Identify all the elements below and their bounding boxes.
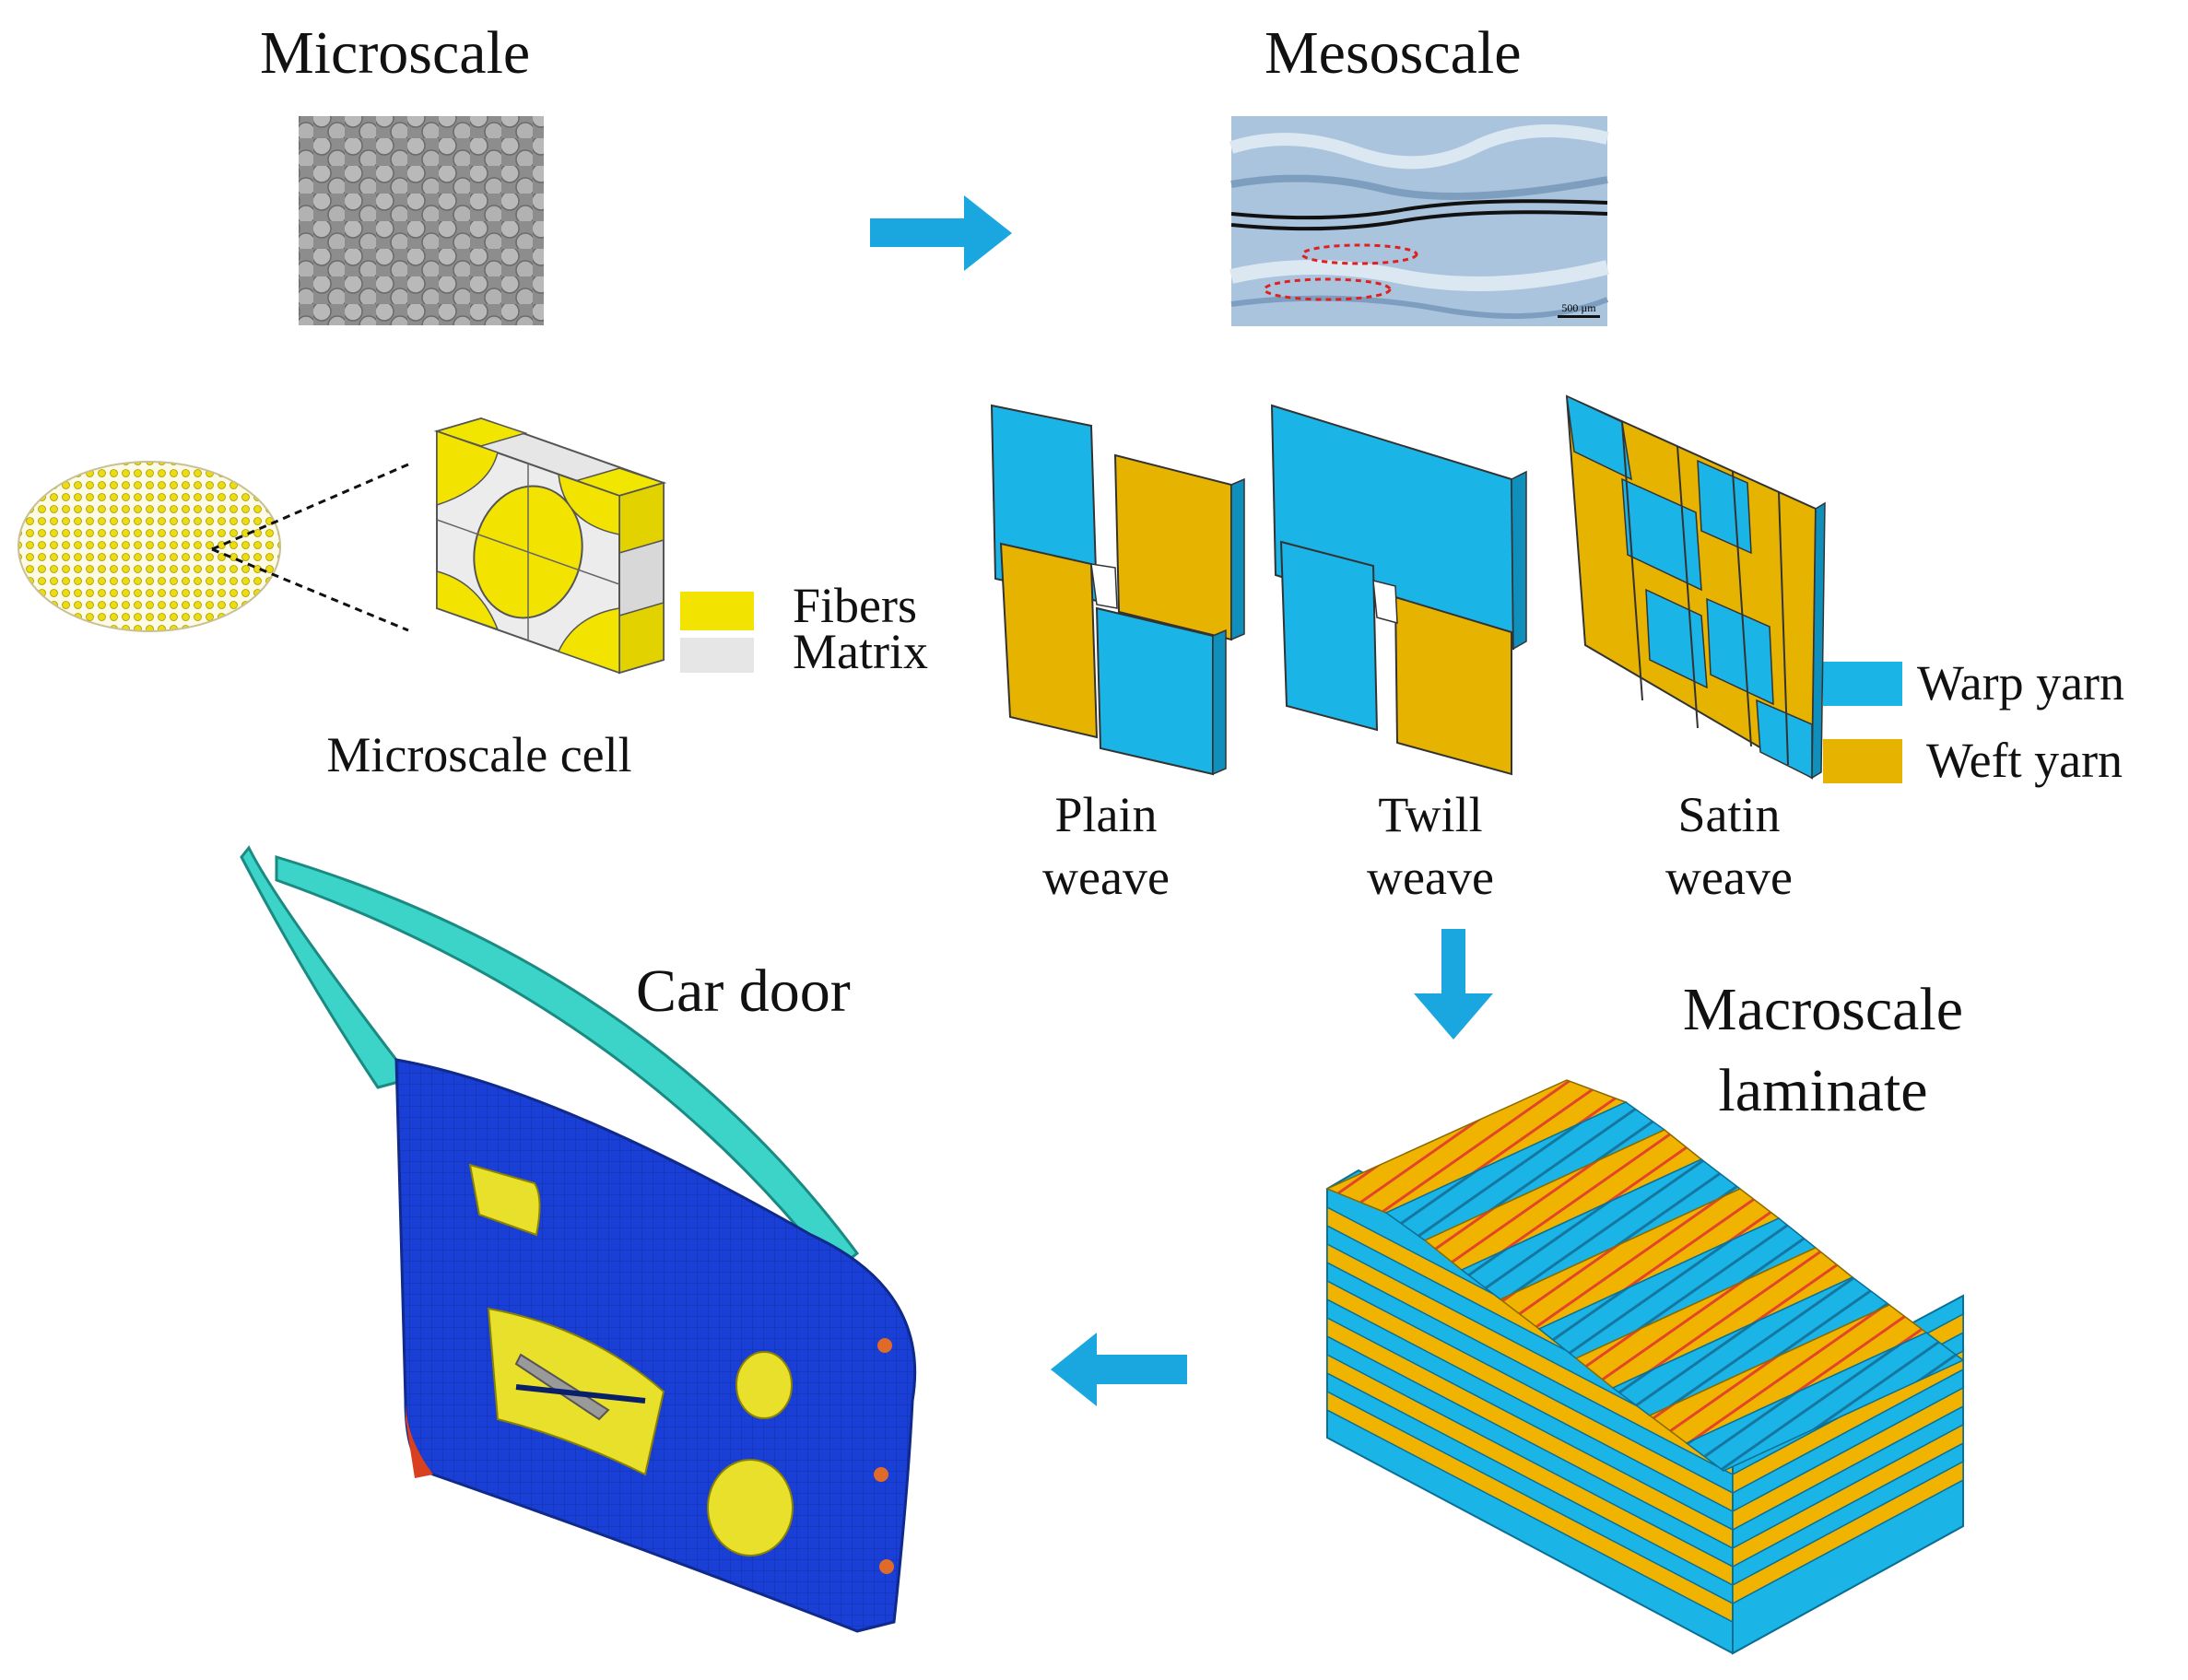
fibers-legend-label: Fibers <box>793 578 917 633</box>
mesoscale-title: Mesoscale <box>1265 19 1522 87</box>
weft-yarn-legend-label: Weft yarn <box>1926 733 2123 788</box>
twill-weave-label-line2: weave <box>1367 850 1494 905</box>
arrow-micro-to-meso <box>870 195 1012 271</box>
plain-weave-label-line2: weave <box>1042 850 1170 905</box>
plain-weave-label: Plain weave <box>1005 783 1207 909</box>
sem-micrograph <box>299 116 544 325</box>
microscale-cell-label: Microscale cell <box>326 727 632 782</box>
twill-weave-label: Twill weave <box>1329 783 1532 909</box>
meso-micrograph <box>1229 116 1609 326</box>
warp-yarn-swatch <box>1823 662 1902 706</box>
macroscale-laminate <box>1325 1079 1965 1655</box>
matrix-swatch <box>680 638 754 673</box>
warp-yarn-legend-label: Warp yarn <box>1917 655 2125 711</box>
arrow-macro-to-door <box>1051 1333 1187 1406</box>
plain-weave-model <box>990 404 1245 776</box>
macroscale-title-line1: Macroscale <box>1682 976 1964 1043</box>
micrograph-scale-label: 500 µm <box>1561 301 1596 314</box>
plain-weave-label-line1: Plain <box>1054 787 1158 842</box>
weft-yarn-swatch <box>1823 739 1902 783</box>
macroscale-title-line2: laminate <box>1718 1057 1928 1124</box>
satin-weave-label-line2: weave <box>1665 850 1793 905</box>
car-door-model <box>240 845 917 1633</box>
twill-weave-label-line1: Twill <box>1378 787 1483 842</box>
matrix-legend-label: Matrix <box>793 624 928 679</box>
satin-weave-label: Satin weave <box>1628 783 1830 909</box>
twill-weave-model <box>1270 404 1527 776</box>
satin-weave-label-line1: Satin <box>1677 787 1781 842</box>
car-door-title: Car door <box>636 957 851 1025</box>
microscale-title: Microscale <box>260 19 531 87</box>
fibers-swatch <box>680 592 754 630</box>
microscale-cell-cube <box>433 417 667 675</box>
satin-weave-model <box>1565 394 1826 780</box>
arrow-meso-to-macro <box>1414 929 1493 1040</box>
fiber-bundle-cross-section <box>18 461 281 632</box>
